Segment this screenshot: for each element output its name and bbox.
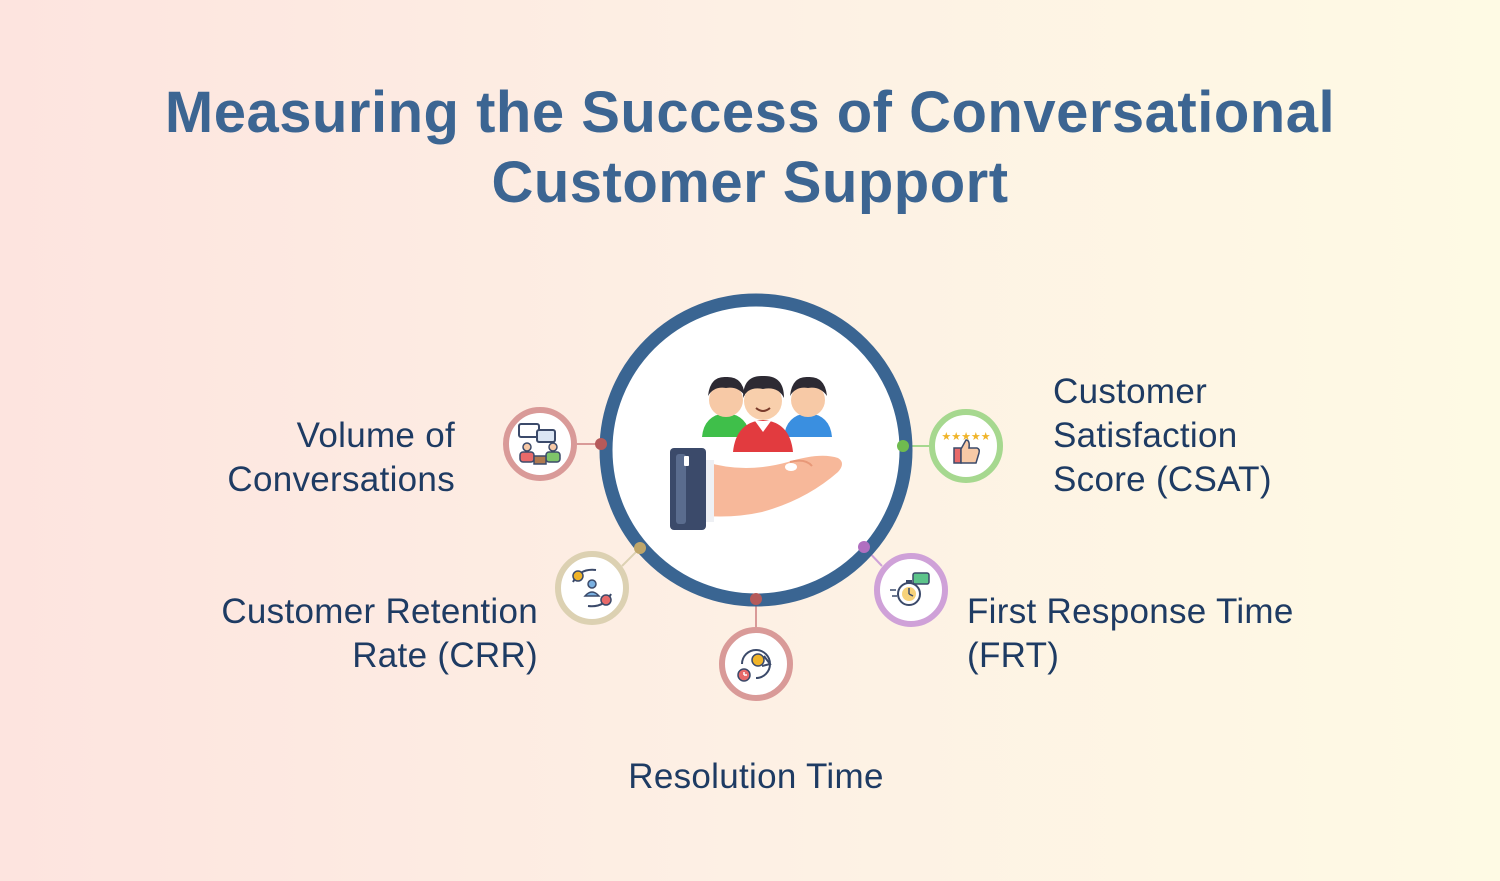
label-crr-line-2: Rate (CRR) <box>352 636 538 675</box>
label-crr-line-1: Customer Retention <box>221 592 538 631</box>
conversation-meeting-icon <box>518 423 561 465</box>
title-line-1: Measuring the Success of Conversational <box>164 80 1336 145</box>
metric-node-resolution <box>719 627 793 701</box>
hands-retention-icon <box>572 568 612 608</box>
dot-frt <box>858 541 870 553</box>
label-csat-line-1: Customer <box>1053 372 1208 411</box>
thumbs-up-stars-icon: ★★★★★ <box>941 430 991 464</box>
page-title: Measuring the Success of Conversational … <box>0 78 1500 218</box>
metric-node-crr <box>555 551 629 625</box>
title-line-2: Customer Support <box>491 150 1009 215</box>
label-volume-line-1: Volume of <box>296 416 455 455</box>
customer-support-hand-icon <box>670 375 842 530</box>
connector-dots <box>595 438 909 605</box>
svg-text:★★★★★: ★★★★★ <box>941 430 990 443</box>
label-frt: First Response Time (FRT) <box>967 590 1387 678</box>
metric-node-volume <box>503 407 577 481</box>
metric-node-frt <box>874 553 948 627</box>
label-volume-line-2: Conversations <box>227 460 455 499</box>
dot-csat <box>897 440 909 452</box>
label-resolution: Resolution Time <box>556 755 956 799</box>
dot-crr <box>634 542 646 554</box>
label-resolution-line-1: Resolution Time <box>628 757 884 796</box>
dot-resolution <box>750 593 762 605</box>
label-volume: Volume of Conversations <box>150 414 455 502</box>
label-csat-line-2: Satisfaction <box>1053 416 1238 455</box>
label-crr: Customer Retention Rate (CRR) <box>130 590 538 678</box>
label-frt-line-2: (FRT) <box>967 636 1060 675</box>
stopwatch-chat-icon <box>890 572 930 606</box>
label-frt-line-1: First Response Time <box>967 592 1294 631</box>
label-csat: Customer Satisfaction Score (CSAT) <box>1053 370 1353 502</box>
dot-volume <box>595 438 607 450</box>
metric-node-csat: ★★★★★ <box>929 409 1003 483</box>
money-clock-cycle-icon <box>737 649 772 682</box>
label-csat-line-3: Score (CSAT) <box>1053 460 1272 499</box>
